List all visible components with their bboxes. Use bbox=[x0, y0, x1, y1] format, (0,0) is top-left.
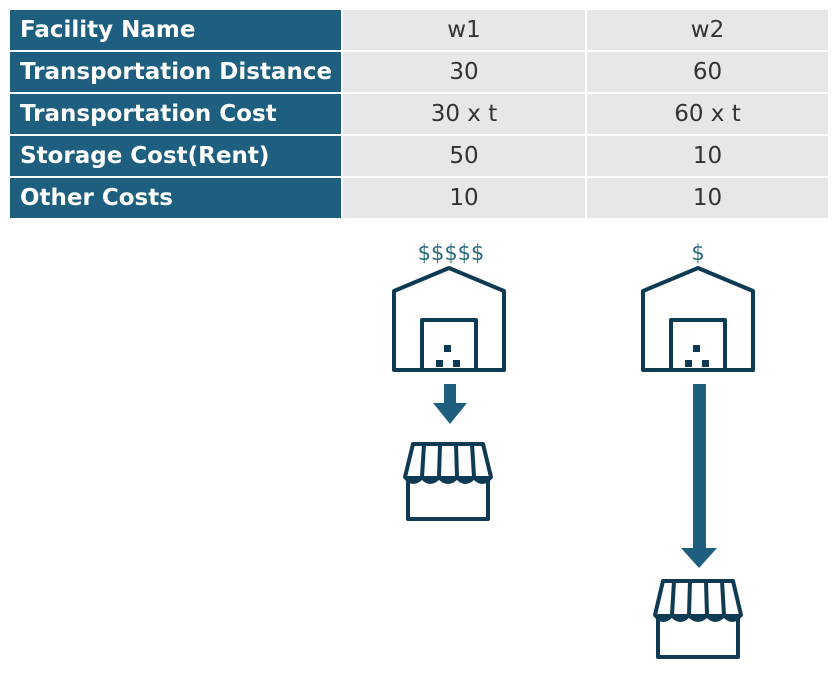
warehouse-boxes-icon bbox=[685, 345, 709, 367]
table-row: Other Costs 10 10 bbox=[10, 178, 828, 218]
w2-cost-level-label: $ bbox=[691, 241, 705, 265]
cell-w1-transportation-cost: 30 x t bbox=[343, 94, 587, 136]
row-label-facility-name: Facility Name bbox=[10, 10, 343, 52]
cell-w2-storage-cost: 10 bbox=[587, 136, 828, 178]
warehouse-boxes-icon bbox=[436, 345, 460, 367]
cell-w1-storage-cost: 50 bbox=[343, 136, 587, 178]
table-row: Transportation Cost 30 x t 60 x t bbox=[10, 94, 828, 136]
cell-w2-transportation-cost: 60 x t bbox=[587, 94, 828, 136]
warehouse-icon bbox=[392, 266, 506, 372]
store-icon bbox=[403, 442, 493, 521]
cost-comparison-table: Facility Name w1 w2 Transportation Dista… bbox=[10, 10, 828, 218]
row-label-transportation-cost: Transportation Cost bbox=[10, 94, 343, 136]
cell-w2-transportation-distance: 60 bbox=[587, 52, 828, 94]
store-icon bbox=[653, 579, 743, 659]
arrow-down-icon bbox=[681, 384, 717, 568]
cell-w1-transportation-distance: 30 bbox=[343, 52, 587, 94]
cell-w2-other-costs: 10 bbox=[587, 178, 828, 218]
row-label-storage-cost: Storage Cost(Rent) bbox=[10, 136, 343, 178]
warehouse-icon bbox=[641, 266, 755, 372]
cell-w1-other-costs: 10 bbox=[343, 178, 587, 218]
table-row: Storage Cost(Rent) 50 10 bbox=[10, 136, 828, 178]
table-row: Transportation Distance 30 60 bbox=[10, 52, 828, 94]
table-row: Facility Name w1 w2 bbox=[10, 10, 828, 52]
row-label-other-costs: Other Costs bbox=[10, 178, 343, 218]
w1-cost-level-label: $$$$$ bbox=[417, 241, 485, 265]
cell-w1-facility-name: w1 bbox=[343, 10, 587, 52]
arrow-down-icon bbox=[433, 384, 467, 424]
row-label-transportation-distance: Transportation Distance bbox=[10, 52, 343, 94]
cell-w2-facility-name: w2 bbox=[587, 10, 828, 52]
